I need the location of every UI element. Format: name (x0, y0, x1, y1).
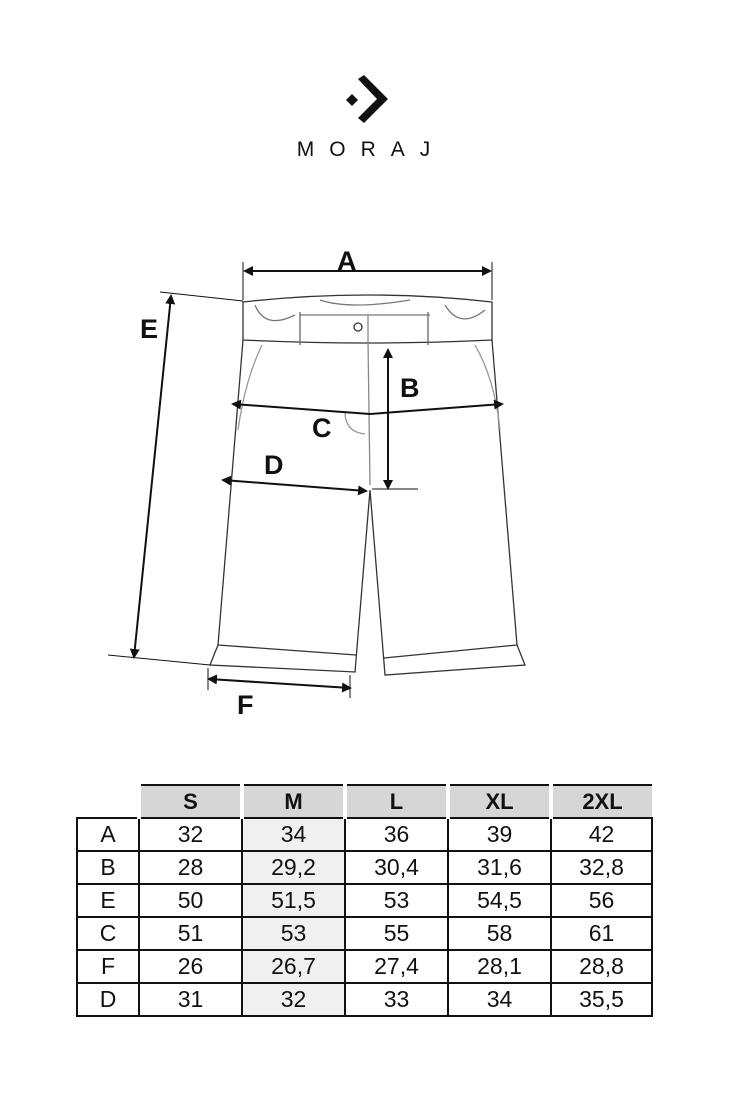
label-a: A (337, 246, 357, 276)
table-cell: 29,2 (241, 850, 346, 885)
table-cell: 33 (344, 982, 449, 1017)
shorts-measurement-diagram: A E B C D F (107, 246, 526, 720)
table-cell: 35,5 (550, 982, 653, 1017)
row-label: C (76, 916, 140, 951)
table-cell: 53 (344, 883, 449, 918)
label-c: C (312, 413, 332, 443)
row-label: D (76, 982, 140, 1017)
measure-e-arrow (129, 294, 176, 659)
table-cell: 39 (447, 817, 552, 852)
table-cell: 31 (138, 982, 243, 1017)
table-cell: 42 (550, 817, 653, 852)
row-label: F (76, 949, 140, 984)
table-cell: 28,8 (550, 949, 653, 984)
table-cell: 31,6 (447, 850, 552, 885)
brand-name: MORAJ (296, 138, 446, 161)
label-d: D (264, 450, 284, 480)
size-header-row: S M L XL 2XL (77, 784, 652, 819)
table-cell: 58 (447, 916, 552, 951)
size-header: L (343, 784, 448, 819)
table-cell: 53 (241, 916, 346, 951)
measure-d-arrow (221, 475, 368, 496)
table-cell: 30,4 (344, 850, 449, 885)
row-label: A (76, 817, 140, 852)
table-cell: 54,5 (447, 883, 552, 918)
label-b: B (400, 373, 420, 403)
size-header: S (137, 784, 242, 819)
table-cell: 36 (344, 817, 449, 852)
table-cell: 32,8 (550, 850, 653, 885)
table-cell: 34 (447, 982, 552, 1017)
table-cell: 50 (138, 883, 243, 918)
table-cell: 28 (138, 850, 243, 885)
table-cell: 28,1 (447, 949, 552, 984)
table-cell: 56 (550, 883, 653, 918)
table-cell: 32 (138, 817, 243, 852)
size-header: 2XL (549, 784, 652, 819)
table-cell: 55 (344, 916, 449, 951)
row-label: E (76, 883, 140, 918)
brand-logo-icon (346, 75, 388, 123)
table-cell: 34 (241, 817, 346, 852)
size-header: M (240, 784, 345, 819)
table-cell: 27,4 (344, 949, 449, 984)
table-cell: 51 (138, 916, 243, 951)
table-cell: 26,7 (241, 949, 346, 984)
measure-f-arrow (207, 674, 352, 693)
table-cell: 32 (241, 982, 346, 1017)
row-label: B (76, 850, 140, 885)
measure-c-arrow (231, 399, 504, 416)
table-cell: 26 (138, 949, 243, 984)
shorts-outline (209, 294, 526, 676)
label-f: F (237, 690, 254, 720)
table-cell: 61 (550, 916, 653, 951)
size-header: XL (446, 784, 551, 819)
table-cell: 51,5 (241, 883, 346, 918)
label-e: E (140, 314, 158, 344)
